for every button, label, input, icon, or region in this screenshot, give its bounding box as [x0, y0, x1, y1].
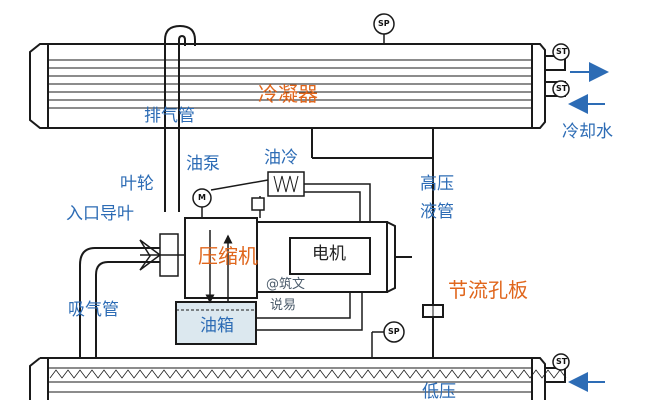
evaporator-sp-badge: SP	[388, 327, 400, 336]
evaporator-shell	[29, 357, 546, 400]
compressor-label: 压缩机	[198, 244, 258, 268]
low-pressure-label: 低压	[422, 382, 456, 402]
oil-pump-label: 油泵	[186, 154, 220, 174]
discharge-pipe	[164, 24, 196, 212]
evaporator-tubes	[48, 367, 532, 393]
condenser-tubes	[48, 59, 532, 109]
watermark-line-2: 说易	[270, 298, 297, 313]
oil-tank	[175, 301, 257, 345]
cooling-water-label: 冷却水	[562, 122, 613, 142]
discharge-pipe-label: 排气管	[144, 106, 195, 126]
evaporator-water-connections	[544, 353, 570, 383]
condenser-sp-badge: SP	[378, 19, 390, 28]
condenser-st-badge-top: ST	[556, 47, 568, 56]
oil-pump-motor-badge: M	[198, 193, 206, 202]
condenser-st-badge-bottom: ST	[556, 84, 568, 93]
condenser-sp-gauge	[373, 13, 395, 44]
oil-cooler-label: 油冷	[264, 148, 298, 168]
condenser-label: 冷凝器	[258, 82, 318, 106]
motor-housing	[256, 221, 412, 293]
liquid-pipe-label: 液管	[420, 202, 454, 222]
oil-tank-label: 油箱	[200, 316, 234, 336]
suction-pipe	[79, 247, 160, 358]
motor-label: 电机	[312, 244, 346, 264]
high-pressure-liquid-pipe	[311, 128, 434, 358]
condenser-water-connections	[544, 43, 570, 98]
watermark-line-1: @筑文	[266, 277, 306, 292]
orifice-plate-label: 节流孔板	[448, 278, 528, 302]
suction-pipe-label: 吸气管	[68, 300, 119, 320]
oil-lines	[192, 171, 371, 304]
high-pressure-label: 高压	[420, 174, 454, 194]
evaporator-sp-gauge	[371, 321, 405, 358]
evaporator-fins	[49, 369, 567, 379]
impeller-label: 叶轮	[120, 174, 154, 194]
inlet-guide-vane-label: 入口导叶	[66, 204, 134, 224]
impeller-assembly	[139, 233, 185, 277]
evaporator-st-badge: ST	[556, 357, 568, 366]
orifice-plate-symbol	[422, 300, 444, 322]
condenser-shell	[29, 43, 546, 129]
oil-return-line	[256, 292, 363, 331]
